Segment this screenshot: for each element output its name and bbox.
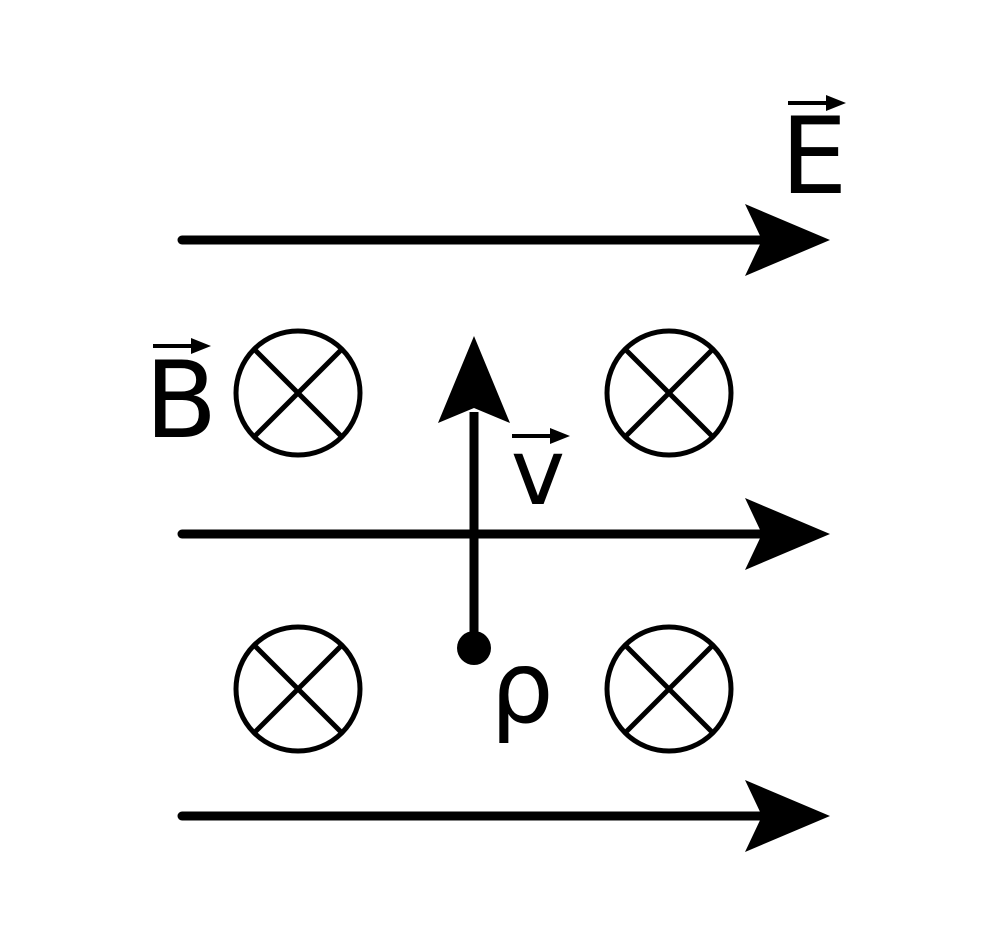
particle-dot (457, 631, 491, 665)
vector-arrow-icon (153, 338, 211, 354)
label-e: E (781, 95, 848, 218)
magnetic-field-label: B (145, 338, 218, 462)
label-particle: ρ (490, 629, 553, 746)
electric-field-label: E (781, 95, 848, 218)
electric-field-lines (177, 204, 830, 852)
vector-arrow-icon (512, 428, 570, 444)
into-page-cross-icon (604, 328, 734, 458)
e-field-line-top (177, 204, 830, 276)
into-page-cross-icon (233, 328, 363, 458)
velocity-label: v (511, 419, 570, 526)
label-b: B (145, 339, 218, 462)
e-field-line-bottom (177, 780, 830, 852)
velocity-vector (438, 336, 510, 648)
label-v: v (511, 419, 565, 526)
into-page-cross-icon (604, 624, 734, 754)
vector-arrow-icon (788, 95, 846, 111)
e-field-line-middle (177, 498, 830, 570)
magnetic-field-symbols (233, 328, 734, 754)
into-page-cross-icon (233, 624, 363, 754)
